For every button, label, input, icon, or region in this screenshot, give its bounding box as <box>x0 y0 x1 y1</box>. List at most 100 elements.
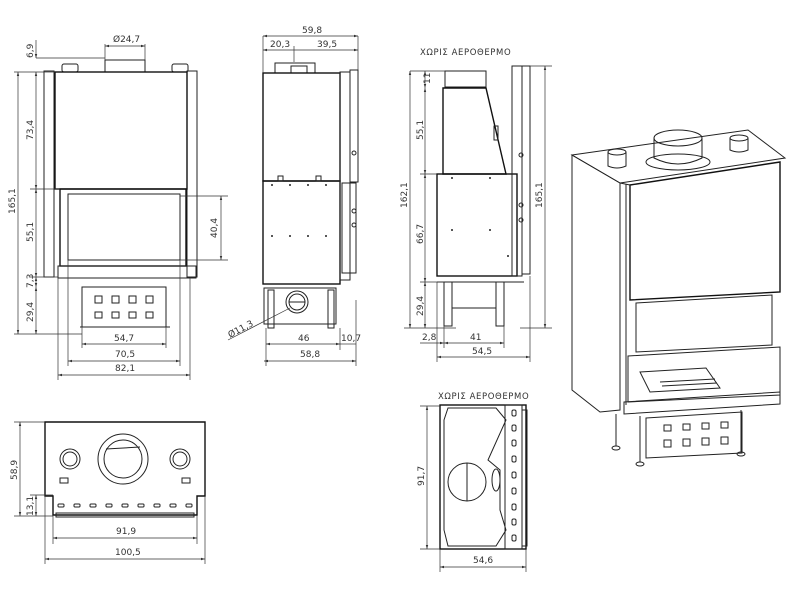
side-rivets <box>271 150 357 237</box>
door-edge <box>521 409 528 547</box>
air-outlet-left <box>61 63 79 73</box>
bracket <box>59 477 69 484</box>
side-lower-body <box>262 180 341 285</box>
strip-slots <box>511 409 517 542</box>
dim-total-height-2: 162,1 <box>400 182 410 208</box>
dim-upper-height: 73,4 <box>26 120 36 140</box>
dim-overall-height: 165,1 <box>535 182 545 208</box>
front-strip <box>504 404 523 550</box>
vent-grid <box>94 295 154 319</box>
iso-vent-grid <box>663 421 729 448</box>
iso-foot <box>611 445 621 451</box>
side-view-no-heater: ΧΩΡΙΣ ΑΕΡΟΘΕΡΜΟ 11 55,1 66,7 29,4 162,1 <box>400 48 552 362</box>
hood-handle <box>493 125 499 141</box>
glass-panel <box>67 193 181 261</box>
iso-left-face <box>571 154 621 413</box>
top-view-no-heater: ΧΩΡΙΣ ΑΕΡΟΘΕΡΜΟ 91,7 54,6 <box>417 392 529 572</box>
flue-pipe-side <box>290 65 308 74</box>
view-title-top: ΧΩΡΙΣ ΑΕΡΟΘΕΡΜΟ <box>438 392 529 402</box>
isometric-view <box>570 129 787 467</box>
dim-outer-width: 82,1 <box>115 364 135 374</box>
dim-depth: 54,5 <box>472 347 492 357</box>
dim-top2-width: 54,6 <box>473 556 493 566</box>
flue-collar <box>104 59 146 73</box>
dim-top-outer-width: 100,5 <box>115 548 141 558</box>
bracket <box>181 477 191 484</box>
front-lip <box>55 512 195 518</box>
top-view: 58,9 13,1 91,9 100,5 <box>10 421 206 564</box>
iso-air-outlet-right <box>729 138 749 153</box>
dim-base-width: 54,7 <box>114 334 134 344</box>
dim-frame-depth: 10,7 <box>341 334 361 344</box>
dim-frame-height: 7,3 <box>26 274 36 288</box>
air-outlet-right <box>171 63 189 73</box>
dim-top-frame-depth: 13,1 <box>26 496 36 516</box>
left-rail <box>43 70 55 278</box>
side-door-rail <box>349 69 359 183</box>
upper-panel <box>54 71 188 190</box>
hood-collar <box>444 70 487 88</box>
flue-ring-outer <box>97 433 149 485</box>
iso-foot <box>635 461 645 467</box>
bracket <box>277 175 284 182</box>
dim-flue-offset: 20,3 <box>270 40 290 50</box>
iso-base-stand <box>645 411 743 459</box>
iso-air-outlet-left <box>607 152 627 169</box>
iso-glass-door <box>635 294 773 353</box>
iso-top-face <box>570 129 787 184</box>
bracket <box>315 175 322 182</box>
top2-outline <box>439 404 527 550</box>
dim-legs-depth-2: 41 <box>470 333 481 343</box>
side-vent <box>491 468 501 492</box>
dim-body-height: 66,7 <box>416 224 426 244</box>
iso-flue-body <box>653 138 703 165</box>
dim-inner-width: 70,5 <box>115 350 135 360</box>
duct-outlet <box>285 290 309 314</box>
iso-foot <box>736 451 746 457</box>
body <box>436 173 518 277</box>
dim-base-depth: 58,8 <box>300 350 320 360</box>
air-duct-left <box>59 448 81 470</box>
dim-legs-depth: 46 <box>298 334 310 344</box>
dim-base-height: 29,4 <box>26 302 36 322</box>
door-frame <box>59 188 187 267</box>
dim-offset: 2,8 <box>422 333 437 343</box>
leg-left <box>443 281 453 327</box>
air-duct-right <box>169 448 191 470</box>
side-view: 59,8 20,3 39,5 Ø11,3 46 10,7 58,8 <box>226 26 361 366</box>
dim-duct-diameter: Ø11,3 <box>226 318 255 340</box>
right-rail <box>186 70 198 278</box>
dim-total-height: 165,1 <box>8 188 18 214</box>
dim-base-height-2: 29,4 <box>416 296 426 316</box>
dim-flue-diameter: Ø24,7 <box>113 34 140 45</box>
body-rivets <box>451 152 524 257</box>
dim-top2-height: 91,7 <box>417 466 427 486</box>
dim-top-depth: 58,9 <box>10 460 20 480</box>
iso-front-panel <box>629 161 781 301</box>
bottom-frame <box>57 265 197 279</box>
dim-top-small: 11 <box>423 73 433 84</box>
dim-top-inner-width: 91,9 <box>116 527 136 537</box>
side-leg-right <box>327 289 335 329</box>
dim-rear-depth: 39,5 <box>317 40 337 50</box>
dim-hood-height: 55,1 <box>416 120 426 140</box>
leg-right <box>495 281 505 327</box>
side-base <box>263 287 337 325</box>
dim-opening-height: 55,1 <box>26 222 36 242</box>
base-stand <box>81 286 167 328</box>
iso-grate <box>639 367 721 393</box>
dim-glass-height: 40,4 <box>210 218 220 238</box>
side-door-rail-lower <box>341 182 357 274</box>
flue-ring-inner <box>103 439 143 479</box>
door-rail <box>521 65 531 275</box>
dim-top-offset: 6,9 <box>26 43 36 58</box>
inner-plate <box>443 407 507 547</box>
dim-total-depth: 59,8 <box>302 26 322 36</box>
front-view: Ø24,7 6,9 73,4 165,1 55,1 40,4 7,3 29,4 … <box>8 34 228 380</box>
side-upper-body <box>262 72 341 182</box>
top-slots <box>57 503 193 508</box>
iso-bottom-frame <box>623 391 781 415</box>
view-title-side: ΧΩΡΙΣ ΑΕΡΟΘΕΡΜΟ <box>420 48 511 58</box>
hood <box>442 87 507 175</box>
